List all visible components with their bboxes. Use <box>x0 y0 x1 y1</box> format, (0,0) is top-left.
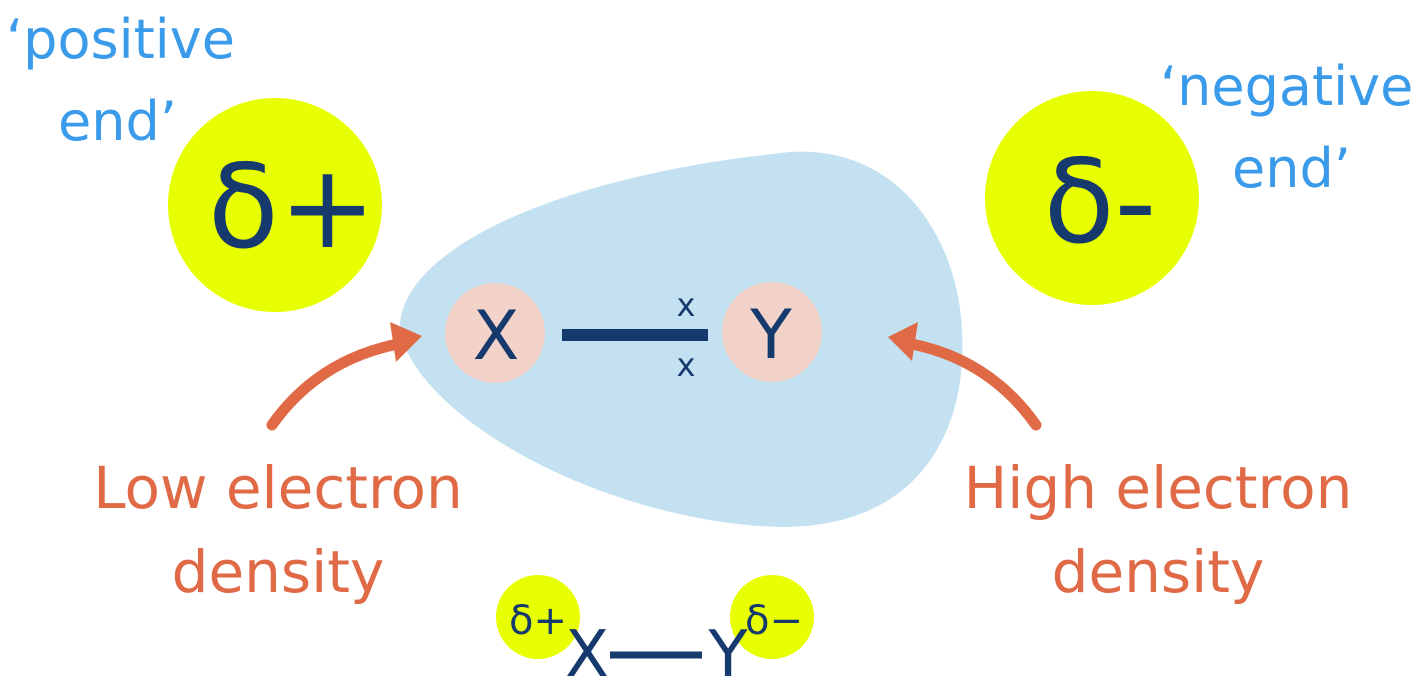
positive-end-note-line2: end’ <box>58 90 177 153</box>
shared-electron-top: x <box>677 286 696 324</box>
mini-delta-minus: δ− <box>745 598 803 644</box>
mini-delta-plus-badge <box>496 575 580 659</box>
delta-plus-badge: δ+ <box>168 98 382 312</box>
delta-plus-symbol: δ+ <box>208 140 376 275</box>
atom-y-label: Y <box>749 296 792 375</box>
positive-end-note-line1: ‘positive <box>6 8 235 71</box>
low-density-caption-line1: Low electron <box>93 454 463 522</box>
low-density-caption-line2: density <box>172 538 385 606</box>
mini-atom-y: Y <box>707 618 748 678</box>
atom-x: X <box>445 283 545 383</box>
high-density-arrow <box>888 322 1042 431</box>
mini-polar-notation: δ+ δ− X Y <box>496 575 814 678</box>
delta-minus-symbol: δ- <box>1044 135 1157 270</box>
negative-end-note-line1: ‘negative <box>1160 55 1413 118</box>
mini-atom-x: X <box>565 618 609 678</box>
low-density-arrow <box>266 322 422 431</box>
mini-delta-minus-badge <box>730 575 814 659</box>
high-density-caption-line2: density <box>1052 538 1265 606</box>
atom-x-label: X <box>473 297 520 376</box>
mini-delta-plus: δ+ <box>509 598 567 644</box>
shared-electron-bottom: x <box>677 346 696 384</box>
high-density-caption-line1: High electron <box>964 454 1353 522</box>
atom-y: Y <box>722 282 822 382</box>
delta-minus-badge: δ- <box>985 91 1199 305</box>
negative-end-note-line2: end’ <box>1232 137 1351 200</box>
